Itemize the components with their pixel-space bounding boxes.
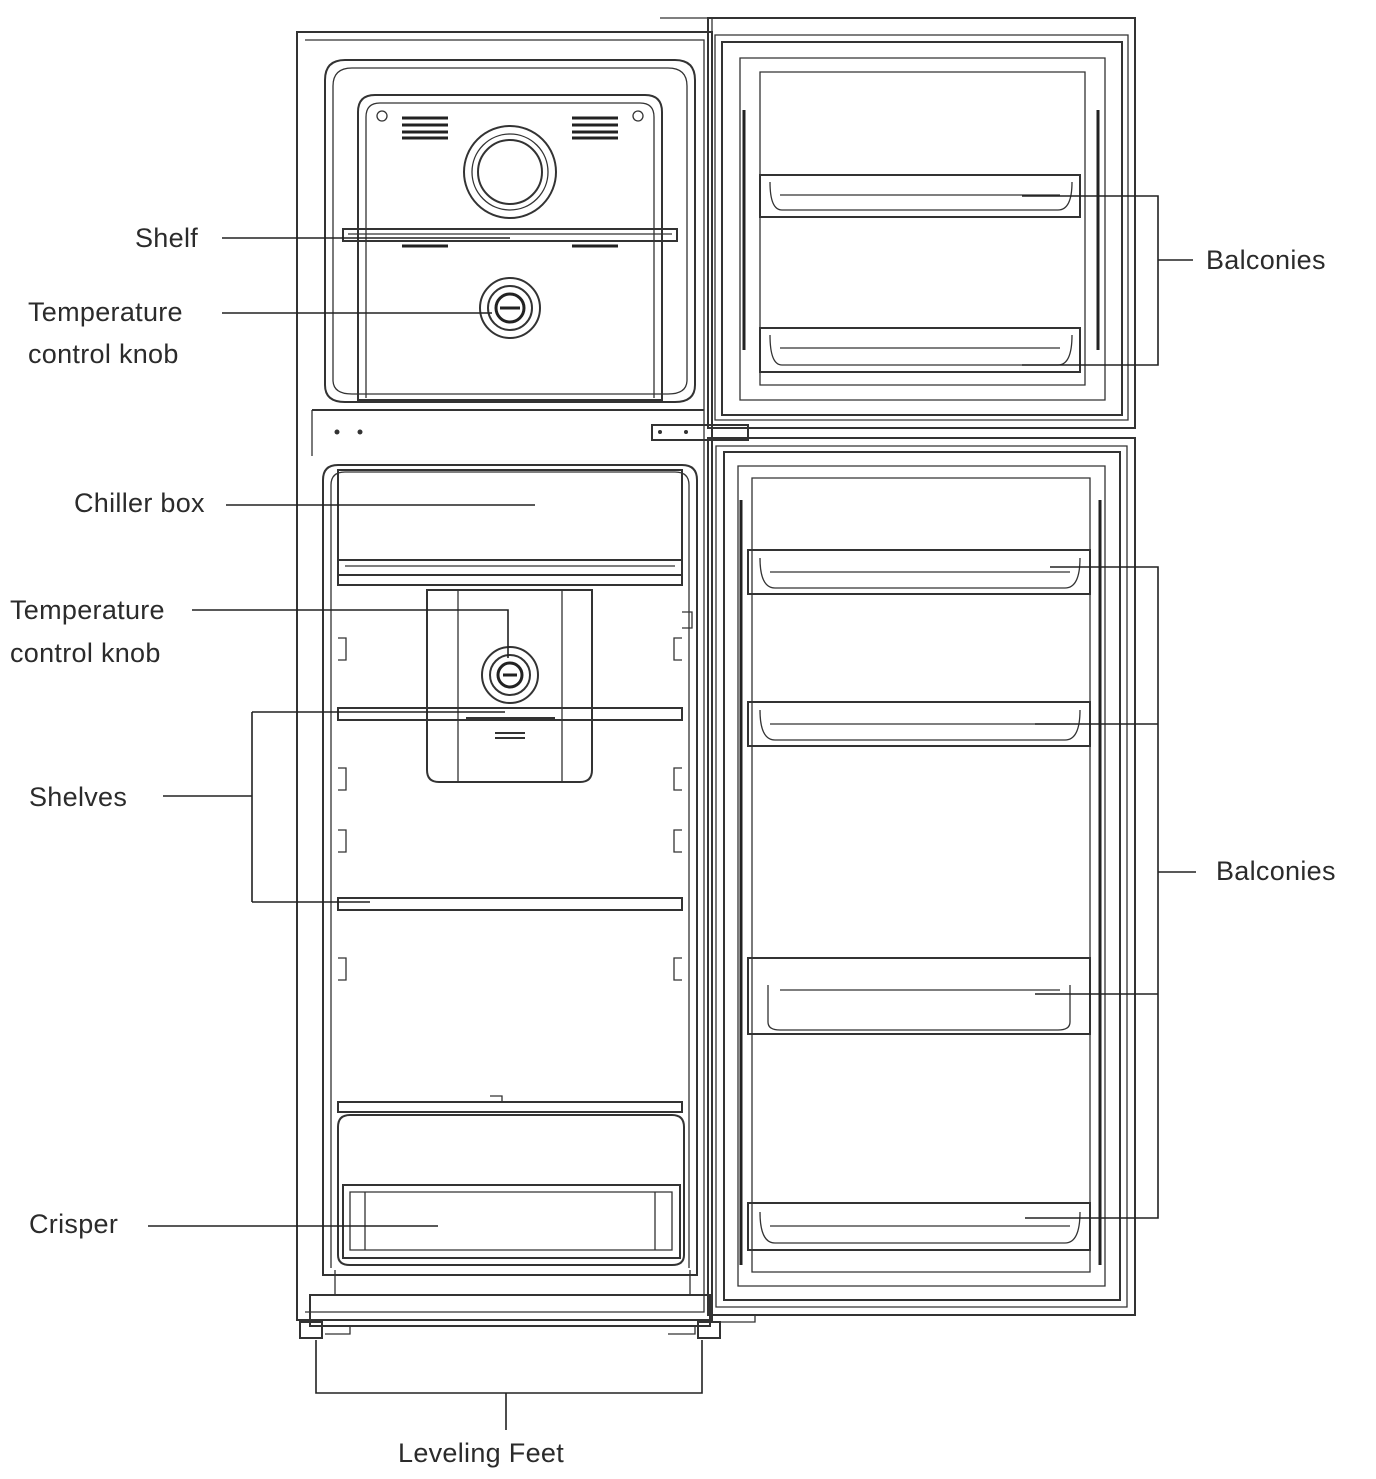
label-chiller-box: Chiller box [74,488,205,518]
crisper-drawer [337,1114,685,1266]
leader-lines [148,195,1196,1430]
label-fridge-knob-line2: control knob [10,638,161,668]
leader-fridge-knob [192,609,509,658]
lower-door-balcony-3 [747,957,1091,1035]
lower-door-balcony-2 [747,701,1091,747]
freezer-shelf [342,228,678,242]
label-shelves: Shelves [29,782,128,812]
label-balconies-bottom: Balconies [1216,856,1336,886]
lower-door-balcony-1 [747,549,1091,595]
cabinet-body [296,17,749,1321]
upper-door-balcony-2 [759,327,1081,373]
fridge-temperature-knob [481,646,539,704]
freezer-temperature-knob [479,277,541,339]
leader-balconies-top [1022,195,1193,366]
label-balconies-top: Balconies [1206,245,1326,275]
lower-door [707,437,1136,1323]
leader-shelves [163,711,505,903]
lower-door-balcony-4 [747,1202,1091,1251]
leader-leveling-feet [315,1340,703,1430]
fridge-shelf-lower [337,897,683,911]
label-crisper: Crisper [29,1209,119,1239]
fridge-shelf-upper [337,707,683,721]
upper-door [707,17,1136,429]
label-leveling-feet: Leveling Feet [398,1438,565,1468]
chiller-box [337,469,683,586]
leveling-feet [299,1321,721,1339]
label-freezer-knob-line2: control knob [28,339,179,369]
fridge-compartment [309,464,711,1327]
label-fridge-knob-line1: Temperature [10,595,165,625]
freezer-compartment [324,59,696,403]
leader-balconies-bottom [1025,566,1196,1219]
label-freezer-knob-line1: Temperature [28,297,183,327]
label-shelf: Shelf [135,223,199,253]
